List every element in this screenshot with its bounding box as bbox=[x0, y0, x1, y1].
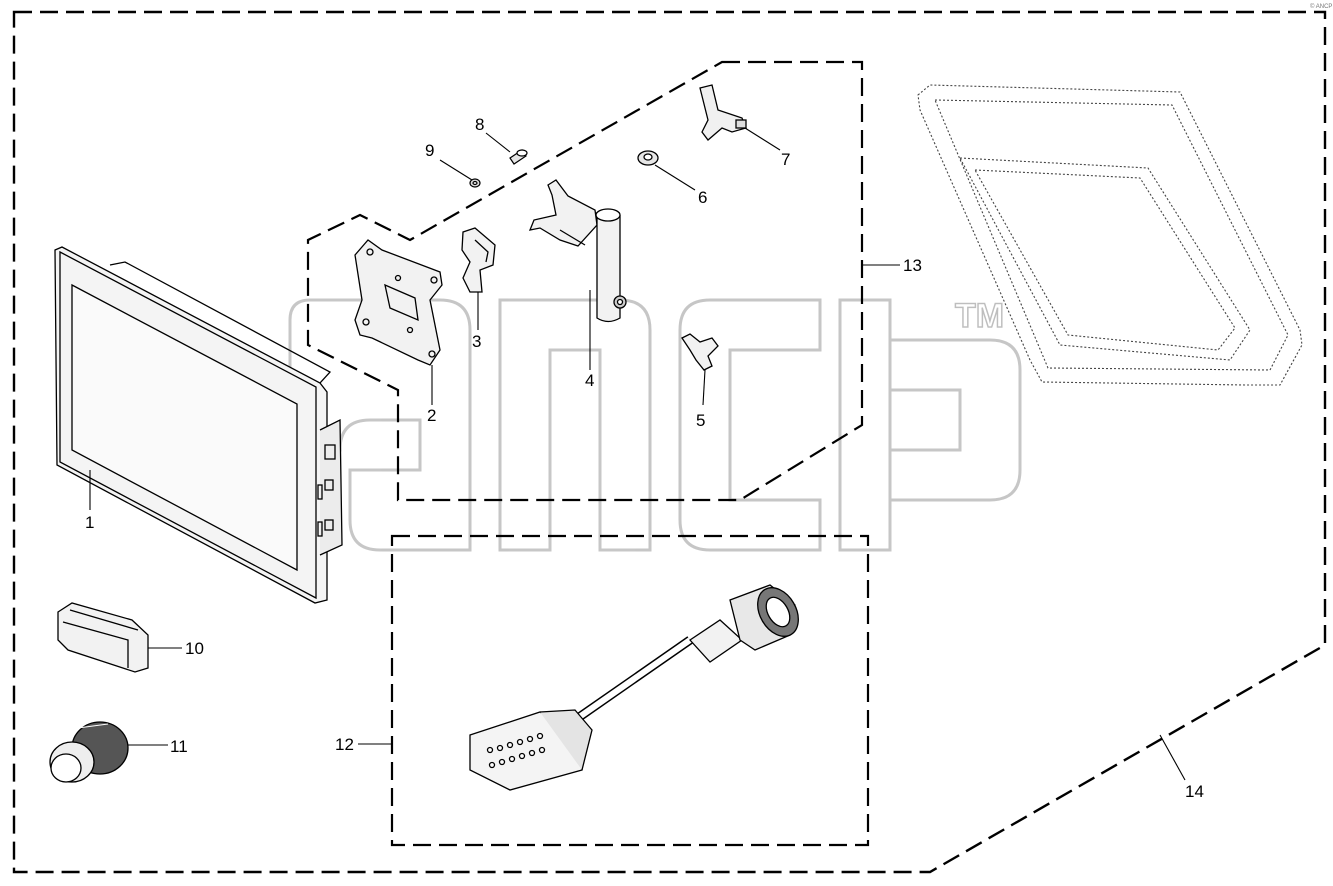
swivel-arm bbox=[528, 179, 627, 323]
leader-6 bbox=[654, 164, 696, 191]
star-knob bbox=[699, 84, 747, 141]
leader-8 bbox=[485, 132, 511, 153]
kit-boundary-13 bbox=[306, 60, 864, 502]
watermark-letter-p-bowl bbox=[890, 338, 1022, 502]
display-port-1 bbox=[324, 444, 336, 460]
washer-part bbox=[637, 150, 659, 166]
corner-mark: © ANCP bbox=[1310, 4, 1333, 10]
callout-14: 14 bbox=[1185, 782, 1204, 801]
kit-boundary-12 bbox=[390, 534, 870, 847]
small-washer bbox=[469, 178, 481, 188]
leader-14 bbox=[1159, 734, 1186, 781]
callout-2: 2 bbox=[427, 406, 437, 425]
watermark-letter-p-stem bbox=[838, 298, 892, 552]
plate-center-slot bbox=[384, 283, 419, 322]
kit-boundary-14 bbox=[12, 10, 1327, 874]
connector-cap bbox=[49, 721, 129, 783]
display-side-panel bbox=[319, 418, 343, 556]
callout-1: 1 bbox=[85, 513, 95, 532]
wing-nut bbox=[681, 333, 719, 371]
callout-7: 7 bbox=[781, 150, 791, 169]
plate-hole-3 bbox=[362, 318, 370, 326]
callout-6: 6 bbox=[698, 188, 708, 207]
callout-5: 5 bbox=[696, 411, 706, 430]
callout-11: 11 bbox=[170, 737, 188, 756]
display-screen bbox=[71, 283, 298, 572]
plate-hole-2 bbox=[430, 276, 438, 284]
callout-10: 10 bbox=[185, 639, 204, 658]
leader-lines bbox=[89, 127, 1186, 781]
display-port-4 bbox=[317, 484, 323, 500]
callout-3: 3 bbox=[472, 332, 482, 351]
callout-9: 9 bbox=[425, 141, 435, 160]
callout-12: 12 bbox=[335, 735, 354, 754]
leader-5 bbox=[702, 369, 706, 406]
display-port-2 bbox=[324, 479, 334, 491]
protective-cover bbox=[917, 84, 1303, 386]
watermark-letter-n bbox=[498, 298, 652, 552]
display-top-edge bbox=[109, 261, 332, 384]
leader-7 bbox=[744, 127, 781, 151]
display-port-5 bbox=[317, 521, 323, 537]
callout-4: 4 bbox=[585, 371, 595, 390]
watermark-letter-p-inner bbox=[890, 388, 962, 452]
rubber-cap bbox=[57, 602, 149, 673]
plate-hole-1 bbox=[366, 248, 374, 256]
plate-hole-4 bbox=[428, 350, 436, 358]
screw-part bbox=[509, 149, 528, 165]
cable-harness bbox=[469, 584, 799, 791]
watermark-letter-a bbox=[288, 298, 472, 552]
display-terminal bbox=[54, 246, 343, 604]
leader-9 bbox=[439, 159, 473, 181]
clamp-part bbox=[461, 227, 496, 293]
watermark-tm: TM bbox=[955, 297, 1004, 335]
callout-8: 8 bbox=[475, 115, 485, 134]
vesa-mount-plate bbox=[354, 239, 443, 366]
callout-13: 13 bbox=[903, 256, 922, 275]
display-bezel bbox=[59, 250, 317, 600]
display-port-3 bbox=[324, 519, 334, 531]
